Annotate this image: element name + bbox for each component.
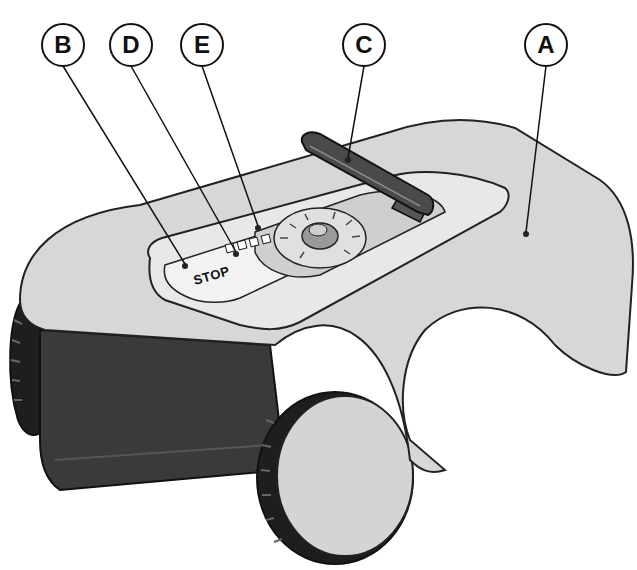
callout-letter: D <box>122 33 139 57</box>
callout-letter: B <box>54 33 71 57</box>
callout-letter: E <box>194 33 210 57</box>
callout-letter: A <box>537 33 554 57</box>
callout-letter: C <box>355 33 372 57</box>
